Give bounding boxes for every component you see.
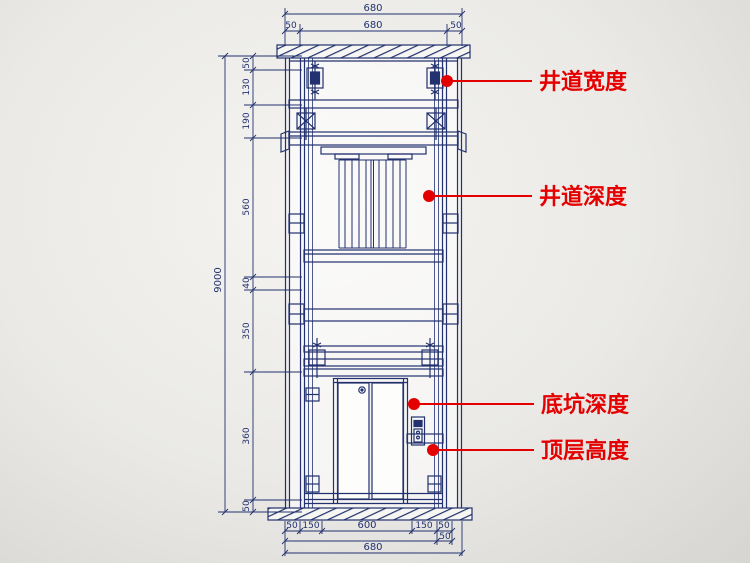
dim-left-seg-350: 350: [242, 322, 252, 339]
wall-bracket-mid1: [288, 213, 459, 234]
dim-bottom-150a: 150: [302, 521, 319, 531]
dim-bottom-50a: 50: [286, 521, 298, 531]
dim-left-seg-50a: 50: [242, 57, 252, 69]
top-slab: [276, 44, 471, 59]
red-annotations: 井道宽度 井道深度 底坑深度 顶层高度: [408, 69, 630, 463]
dimension-top: [281, 8, 466, 46]
anchor-dot-shaft-depth: [423, 190, 435, 202]
label-shaft-width: 井道宽度: [539, 69, 628, 94]
dim-bottom-total-680: 680: [363, 542, 382, 553]
car-door-hanger: [320, 146, 427, 160]
car-doors: [338, 159, 407, 249]
door-side-beam: [406, 433, 444, 444]
dim-left-seg-50b: 50: [242, 500, 252, 512]
hitch-plate-left: [296, 108, 316, 140]
dim-left-seg-40: 40: [242, 277, 252, 289]
machine-beam-upper: [288, 99, 459, 109]
dim-bottom-50b: 50: [438, 521, 450, 531]
shaft-structure: [267, 44, 473, 521]
label-top-floor-height: 顶层高度: [541, 438, 630, 463]
label-shaft-depth: 井道深度: [539, 184, 628, 209]
car-floor-beam: [303, 249, 444, 263]
dim-top-right-50: 50: [450, 21, 462, 31]
door-indicator-icon: [358, 386, 366, 394]
rail-brackets: [305, 387, 442, 493]
hitch-plate-right: [426, 108, 446, 140]
landing-door: [304, 377, 443, 505]
mid-beam: [288, 303, 459, 325]
pulley-fixture-left: [306, 61, 324, 100]
guide-rails: [308, 58, 439, 508]
dim-left-seg-130: 130: [242, 78, 252, 95]
pulley-fixture-right: [426, 61, 444, 100]
anchor-dot-shaft-width: [441, 75, 453, 87]
dim-left-seg-360: 360: [242, 427, 252, 444]
dim-left-seg-560: 560: [242, 198, 252, 215]
dim-top-inner: 680: [363, 20, 382, 31]
machine-beam-lower: [280, 130, 467, 153]
label-pit-depth: 底坑深度: [541, 392, 630, 417]
hall-call-panel: [410, 416, 426, 446]
anchor-dot-top-height: [427, 444, 439, 456]
dim-left-seg-190: 190: [242, 112, 252, 129]
dimension-bottom: [281, 521, 466, 557]
dim-bottom-600: 600: [357, 520, 376, 531]
dim-bottom-offset-50: 50: [439, 532, 451, 542]
bottom-slab: [267, 507, 473, 521]
dim-top-total: 680: [363, 3, 382, 14]
dim-top-left-50: 50: [285, 21, 297, 31]
anchor-dot-pit-depth: [408, 398, 420, 410]
dim-left-total-9000: 9000: [213, 267, 224, 292]
dimension-left: [218, 52, 302, 516]
crosshead: [303, 338, 444, 378]
dim-bottom-150b: 150: [415, 521, 432, 531]
